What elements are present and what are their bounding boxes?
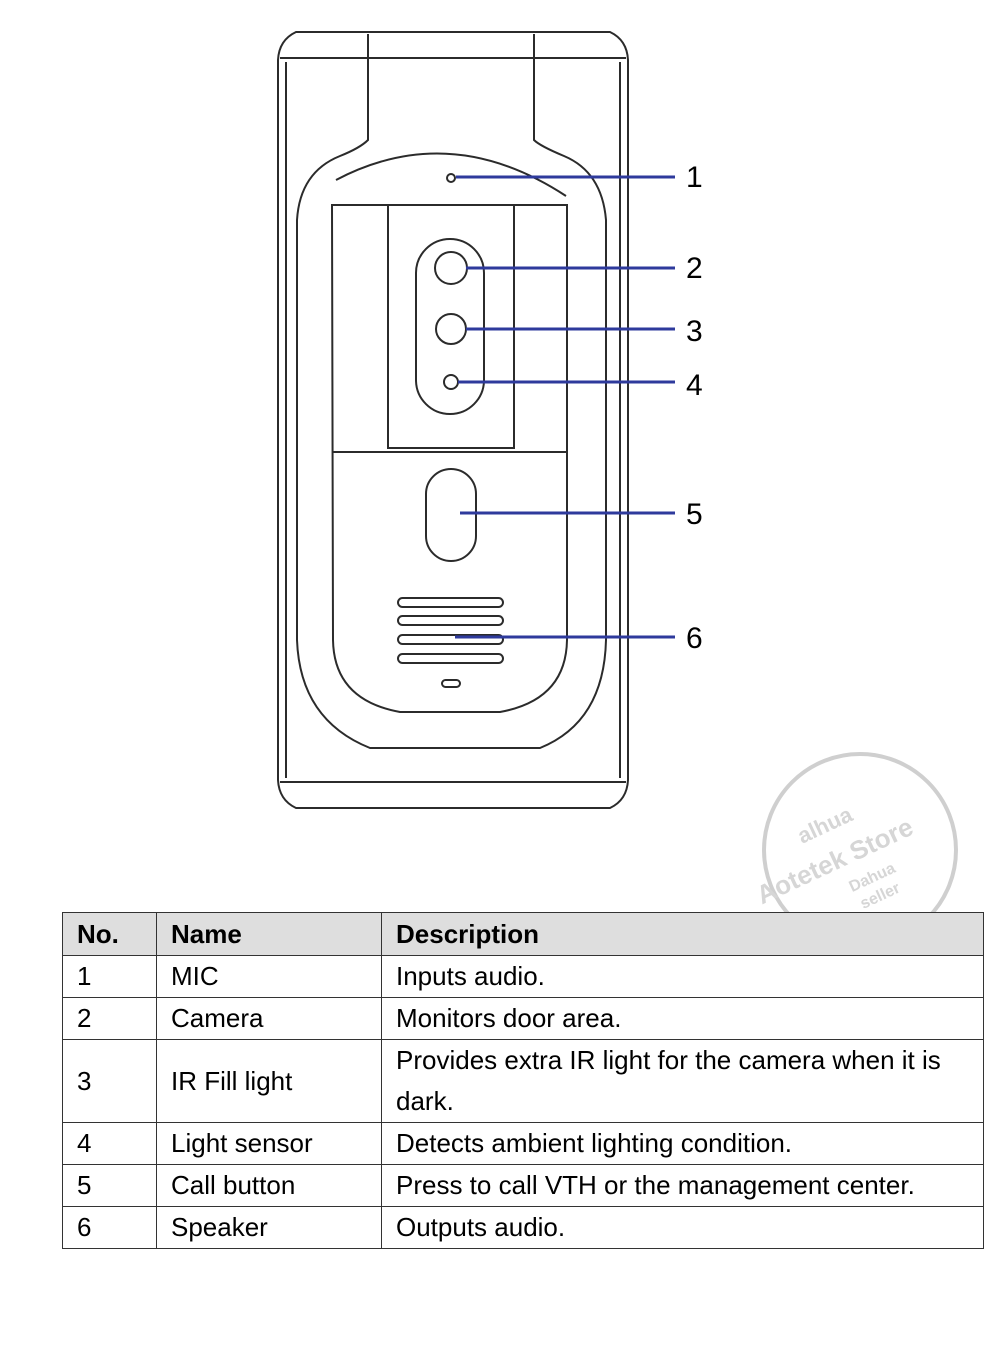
indicator-slot <box>441 679 461 688</box>
callout-1: 1 <box>686 161 703 194</box>
row-no: 6 <box>62 1206 157 1249</box>
speaker-slot <box>397 653 504 664</box>
row-no: 4 <box>62 1122 157 1165</box>
row-no: 2 <box>62 997 157 1040</box>
table-row: 2 Camera Monitors door area. <box>62 997 984 1040</box>
doorbell-diagram: 1 2 3 4 5 6 <box>277 31 703 809</box>
row-description: Outputs audio. <box>381 1206 984 1249</box>
front-panel-top <box>335 152 567 197</box>
callout-2: 2 <box>686 252 703 285</box>
row-no: 1 <box>62 955 157 998</box>
table-row: 3 IR Fill light Provides extra IR light … <box>62 1039 984 1123</box>
row-description: Inputs audio. <box>381 955 984 998</box>
housing-outline <box>277 31 629 809</box>
table-row: 5 Call button Press to call VTH or the m… <box>62 1164 984 1207</box>
parts-table: No. Name Description 1 MIC Inputs audio.… <box>62 912 984 1249</box>
front-panel <box>330 204 568 713</box>
store-watermark: alhua Aotetek Store Dahua seller <box>752 752 958 948</box>
row-no: 5 <box>62 1164 157 1207</box>
row-description: Press to call VTH or the management cent… <box>381 1164 984 1207</box>
speaker-slot <box>397 597 504 608</box>
row-name: MIC <box>156 955 382 998</box>
row-name: Speaker <box>156 1206 382 1249</box>
callout-5: 5 <box>686 498 703 531</box>
lens-window <box>387 206 515 449</box>
camera-lens <box>434 251 468 285</box>
header-no: No. <box>62 912 157 956</box>
lens-module <box>415 238 485 415</box>
speaker-slot <box>397 615 504 626</box>
table-row: 4 Light sensor Detects ambient lighting … <box>62 1122 984 1165</box>
call-button <box>425 468 477 562</box>
table-row: 6 Speaker Outputs audio. <box>62 1206 984 1249</box>
header-description: Description <box>381 912 984 956</box>
row-no: 3 <box>62 1039 157 1123</box>
row-name: Light sensor <box>156 1122 382 1165</box>
row-description: Detects ambient lighting condition. <box>381 1122 984 1165</box>
header-name: Name <box>156 912 382 956</box>
row-name: IR Fill light <box>156 1039 382 1123</box>
row-name: Call button <box>156 1164 382 1207</box>
table-row: 1 MIC Inputs audio. <box>62 955 984 998</box>
mic-hole <box>446 173 456 183</box>
ir-light <box>435 313 467 345</box>
table-header-row: No. Name Description <box>62 912 984 956</box>
row-description: Monitors door area. <box>381 997 984 1040</box>
callout-6: 6 <box>686 622 703 655</box>
callout-3: 3 <box>686 315 703 348</box>
speaker-slot <box>397 634 504 645</box>
light-sensor <box>443 374 459 390</box>
top-stem <box>296 34 607 749</box>
row-name: Camera <box>156 997 382 1040</box>
callout-4: 4 <box>686 369 703 402</box>
row-description: Provides extra IR light for the camera w… <box>381 1039 984 1123</box>
